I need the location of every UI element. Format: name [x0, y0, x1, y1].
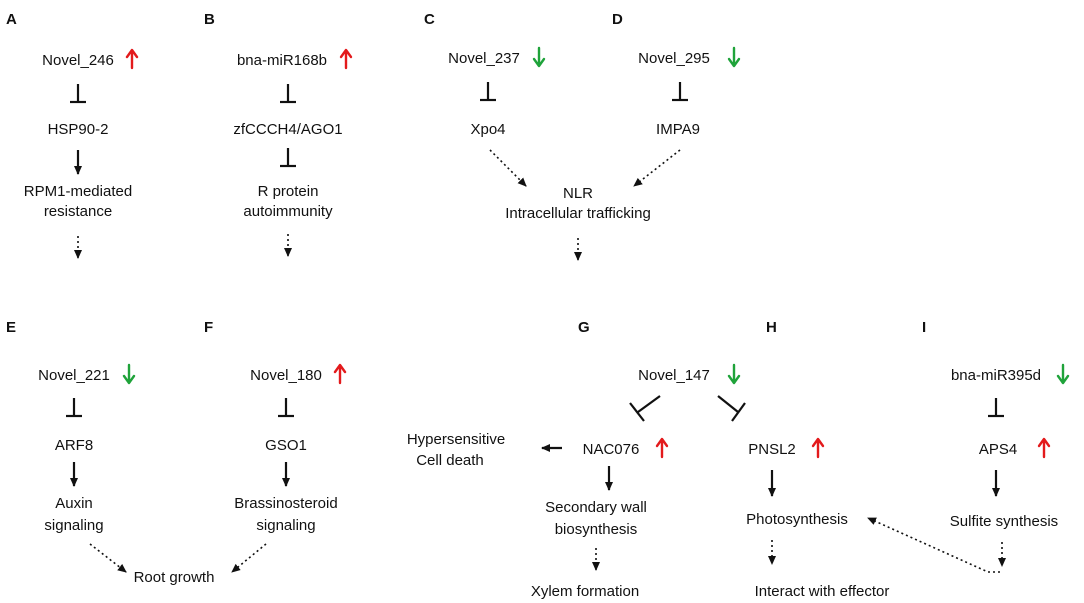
side-outcome-label: Hypersensitive: [407, 431, 505, 448]
process-label: resistance: [44, 203, 112, 220]
mirna-label: bna-miR395d: [951, 367, 1041, 384]
outcome-label: Interact with effector: [755, 583, 890, 600]
process-label: Brassinosteroid: [234, 495, 337, 512]
panel-letter-b: B: [204, 11, 215, 28]
target-gene-label: APS4: [979, 441, 1017, 458]
dotted-arrow: [231, 543, 267, 573]
process-label: Sulfite synthesis: [950, 513, 1058, 530]
target-gene-label: ARF8: [55, 437, 93, 454]
inhibition-symbol: [70, 84, 86, 104]
inhibition-symbol: [480, 82, 496, 102]
process-label: signaling: [44, 517, 103, 534]
inhibition-symbol: [629, 395, 661, 422]
panel-letter-i: I: [922, 319, 926, 336]
inhibition-symbol: [988, 398, 1004, 418]
down-regulated-arrow-icon: [532, 46, 546, 68]
panel-letter-h: H: [766, 319, 777, 336]
up-regulated-arrow-icon: [339, 48, 353, 70]
process-label: Auxin: [55, 495, 93, 512]
mirna-label: bna-miR168b: [237, 52, 327, 69]
process-label: Secondary wall: [545, 499, 647, 516]
mirna-label: Novel_246: [42, 52, 114, 69]
target-gene-label: zfCCCH4/AGO1: [233, 121, 342, 138]
panel-letter-d: D: [612, 11, 623, 28]
up-regulated-arrow-icon: [811, 437, 825, 459]
panel-letter-g: G: [578, 319, 590, 336]
target-gene-label: NAC076: [583, 441, 640, 458]
process-label: signaling: [256, 517, 315, 534]
mirna-label: Novel_237: [448, 50, 520, 67]
process-label: Intracellular trafficking: [505, 205, 651, 222]
panel-letter-e: E: [6, 319, 16, 336]
inhibition-symbol: [66, 398, 82, 418]
process-label: RPM1-mediated: [24, 183, 132, 200]
dotted-arrow: [89, 543, 127, 573]
process-label: NLR: [563, 185, 593, 202]
side-outcome-label: Cell death: [416, 452, 484, 469]
mirna-label: Novel_221: [38, 367, 110, 384]
panel-letter-a: A: [6, 11, 17, 28]
inhibition-symbol: [278, 398, 294, 418]
target-gene-label: IMPA9: [656, 121, 700, 138]
process-label: autoimmunity: [243, 203, 333, 220]
up-regulated-arrow-icon: [655, 437, 669, 459]
inhibition-symbol: [280, 148, 296, 168]
target-gene-label: GSO1: [265, 437, 307, 454]
inhibition-symbol: [717, 395, 746, 422]
down-regulated-arrow-icon: [727, 363, 741, 385]
target-gene-label: Xpo4: [470, 121, 505, 138]
dotted-feedback-arrow: [867, 517, 1000, 573]
mirna-label: Novel_180: [250, 367, 322, 384]
panel-letter-c: C: [424, 11, 435, 28]
process-label: biosynthesis: [555, 521, 638, 538]
down-regulated-arrow-icon: [727, 46, 741, 68]
down-regulated-arrow-icon: [1056, 363, 1070, 385]
up-regulated-arrow-icon: [333, 363, 347, 385]
target-gene-label: HSP90-2: [48, 121, 109, 138]
inhibition-symbol: [280, 84, 296, 104]
down-regulated-arrow-icon: [122, 363, 136, 385]
up-regulated-arrow-icon: [125, 48, 139, 70]
dotted-arrow: [489, 149, 527, 187]
target-gene-label: PNSL2: [748, 441, 796, 458]
outcome-label: Root growth: [134, 569, 215, 586]
mirna-label: Novel_295: [638, 50, 710, 67]
up-regulated-arrow-icon: [1037, 437, 1051, 459]
inhibition-symbol: [672, 82, 688, 102]
outcome-label: Xylem formation: [531, 583, 639, 600]
process-label: R protein: [258, 183, 319, 200]
dotted-arrow: [633, 149, 681, 187]
process-label: Photosynthesis: [746, 511, 848, 528]
mirna-label: Novel_147: [638, 367, 710, 384]
panel-letter-f: F: [204, 319, 213, 336]
